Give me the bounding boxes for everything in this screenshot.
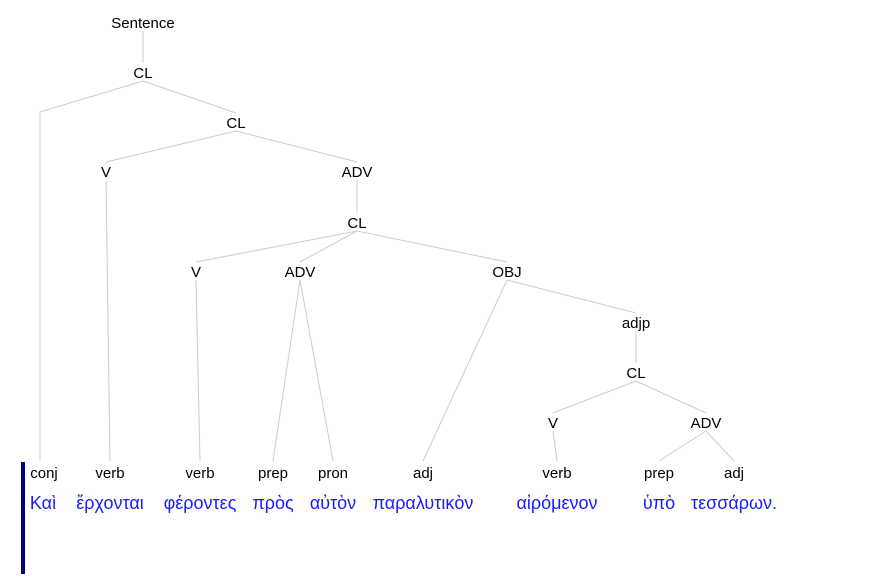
pos-tag-verb: verb bbox=[542, 465, 571, 482]
tree-edge bbox=[195, 230, 358, 263]
tree-edge bbox=[635, 380, 707, 414]
tree-node-adjp[interactable]: adjp bbox=[622, 315, 650, 332]
tree-edge bbox=[356, 230, 508, 263]
pos-tag-verb: verb bbox=[185, 465, 214, 482]
tree-node-cl[interactable]: CL bbox=[133, 65, 152, 82]
tree-edge bbox=[506, 279, 637, 314]
tree-node-v[interactable]: V bbox=[548, 415, 558, 432]
tree-node-cl[interactable]: CL bbox=[347, 215, 366, 232]
tree-node-adv[interactable]: ADV bbox=[342, 164, 373, 181]
greek-word[interactable]: αἰρόμενον bbox=[516, 493, 597, 513]
greek-word[interactable]: ἔρχονται bbox=[76, 493, 144, 513]
greek-word[interactable]: Καὶ bbox=[30, 493, 56, 513]
tree-edge bbox=[105, 179, 111, 462]
greek-word[interactable]: τεσσάρων. bbox=[691, 493, 777, 513]
tree-node-v[interactable]: V bbox=[101, 164, 111, 181]
tree-node-adv[interactable]: ADV bbox=[691, 415, 722, 432]
greek-word[interactable]: αὐτὸν bbox=[310, 493, 356, 513]
tree-node-cl[interactable]: CL bbox=[226, 115, 245, 132]
tree-edge bbox=[658, 430, 707, 462]
greek-word[interactable]: ὑπὸ bbox=[643, 493, 675, 513]
tree-node-sentence[interactable]: Sentence bbox=[111, 15, 174, 32]
tree-edge bbox=[235, 130, 358, 163]
tree-edge bbox=[422, 279, 508, 462]
tree-node-obj[interactable]: OBJ bbox=[492, 264, 521, 281]
pos-tag-verb: verb bbox=[95, 465, 124, 482]
tree-edge bbox=[299, 279, 334, 462]
tree-edge bbox=[195, 279, 201, 462]
pos-tag-pron: pron bbox=[318, 465, 348, 482]
tree-node-cl[interactable]: CL bbox=[626, 365, 645, 382]
tree-edge bbox=[142, 80, 237, 114]
pos-tag-adj: adj bbox=[724, 465, 744, 482]
tree-edge bbox=[272, 279, 301, 462]
pos-tag-adj: adj bbox=[413, 465, 433, 482]
tree-edge bbox=[39, 80, 144, 113]
tree-edge bbox=[552, 430, 558, 462]
tree-edges bbox=[39, 31, 735, 462]
left-highlight-bar bbox=[21, 462, 25, 574]
tree-edge bbox=[552, 380, 637, 414]
greek-word[interactable]: πρὸς bbox=[252, 493, 294, 513]
tree-edge bbox=[299, 230, 358, 263]
tree-edge bbox=[105, 130, 237, 163]
tree-node-v[interactable]: V bbox=[191, 264, 201, 281]
pos-tag-prep: prep bbox=[644, 465, 674, 482]
tree-edge bbox=[705, 430, 735, 462]
pos-tag-prep: prep bbox=[258, 465, 288, 482]
greek-word[interactable]: φέροντες bbox=[164, 493, 237, 513]
tree-node-adv[interactable]: ADV bbox=[285, 264, 316, 281]
pos-tag-conj: conj bbox=[30, 465, 58, 482]
greek-word[interactable]: παραλυτικὸν bbox=[373, 493, 474, 513]
